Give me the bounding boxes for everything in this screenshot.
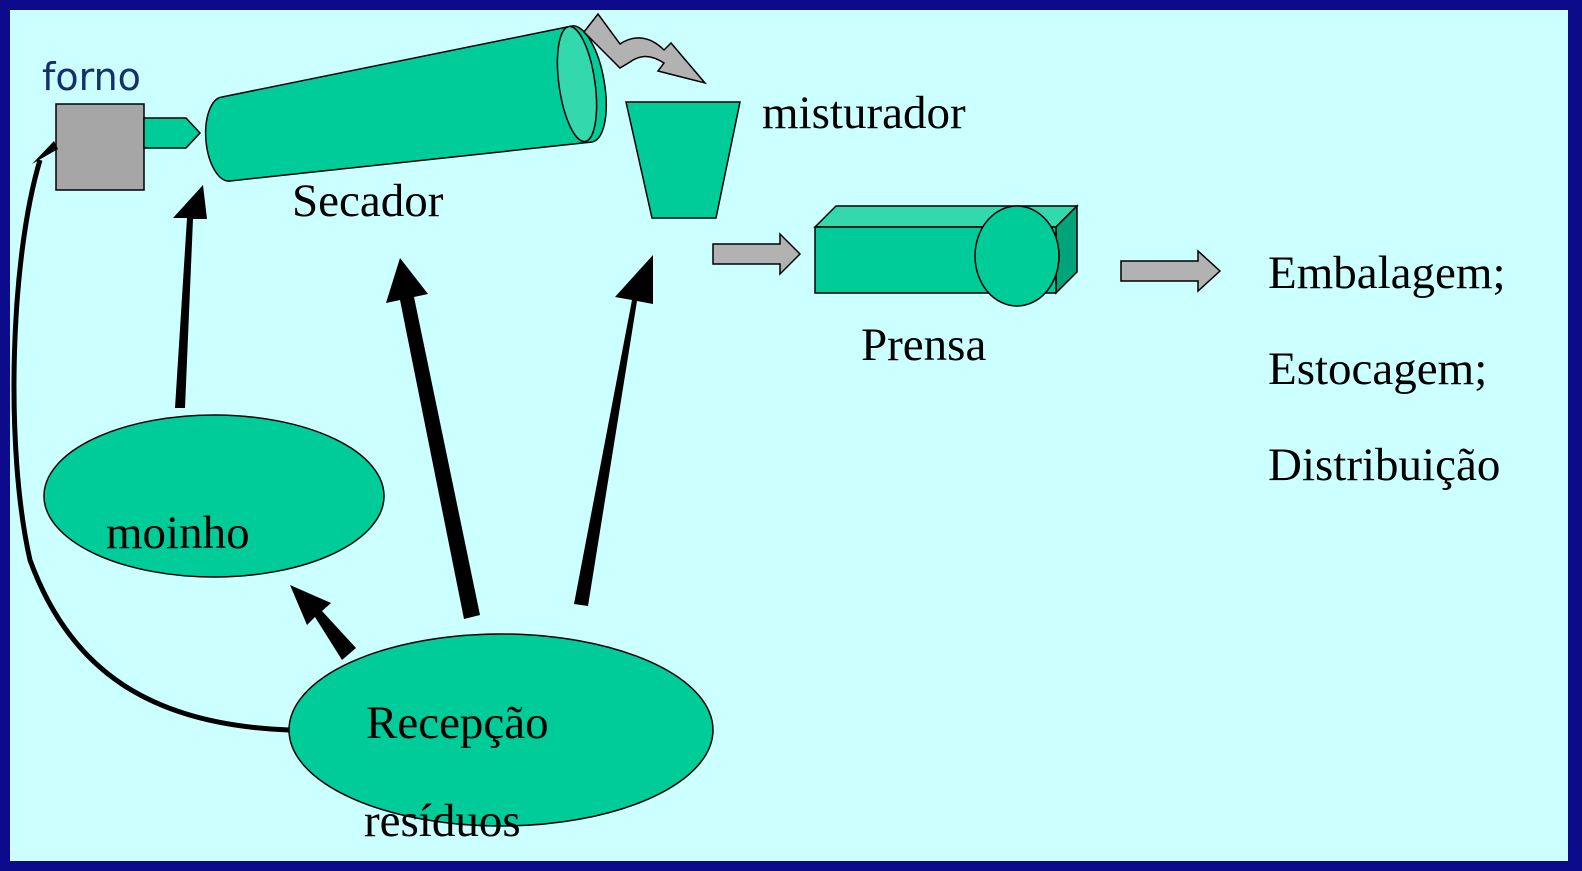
mixer-to-press-arrow [712,232,802,276]
output-item-packaging: Embalagem; [1268,247,1506,299]
dryer-cylinder [204,25,607,182]
furnace-label: forno [42,55,141,99]
process-diagram [11,12,1222,827]
mixer-label: misturador [762,87,966,139]
reception-to-mixer-arrow [574,255,653,606]
output-item-storage: Estocagem; [1268,343,1488,395]
furnace-outlet-pipe [143,117,202,149]
reception-to-mill-arrow [290,585,356,660]
reception-to-dryer-arrow [386,258,480,619]
outputs-list: Embalagem; Estocagem; Distribuição [1268,250,1506,538]
output-item-distribution: Distribuição [1268,439,1501,491]
press-cylinder [974,205,1060,307]
dryer-label: Secador [292,175,444,227]
mill-ellipse [43,414,385,578]
mill-label: moinho [106,507,250,559]
dryer-end-cap [556,25,598,143]
mill-to-dryer-arrow [173,185,207,408]
reception-to-furnace-arrowhead [32,141,58,164]
mixer-hopper [625,101,741,219]
slide: forno Secador misturador Prensa moinho R… [10,10,1568,861]
reception-label: Recepção [366,697,549,749]
furnace-box [55,103,145,191]
reception-to-furnace-arrow [11,159,290,733]
press-to-outputs-arrow [1120,249,1222,293]
dryer-to-mixer-arrow [583,12,708,85]
waste-label: resíduos [364,795,521,847]
press-label: Prensa [861,319,987,371]
